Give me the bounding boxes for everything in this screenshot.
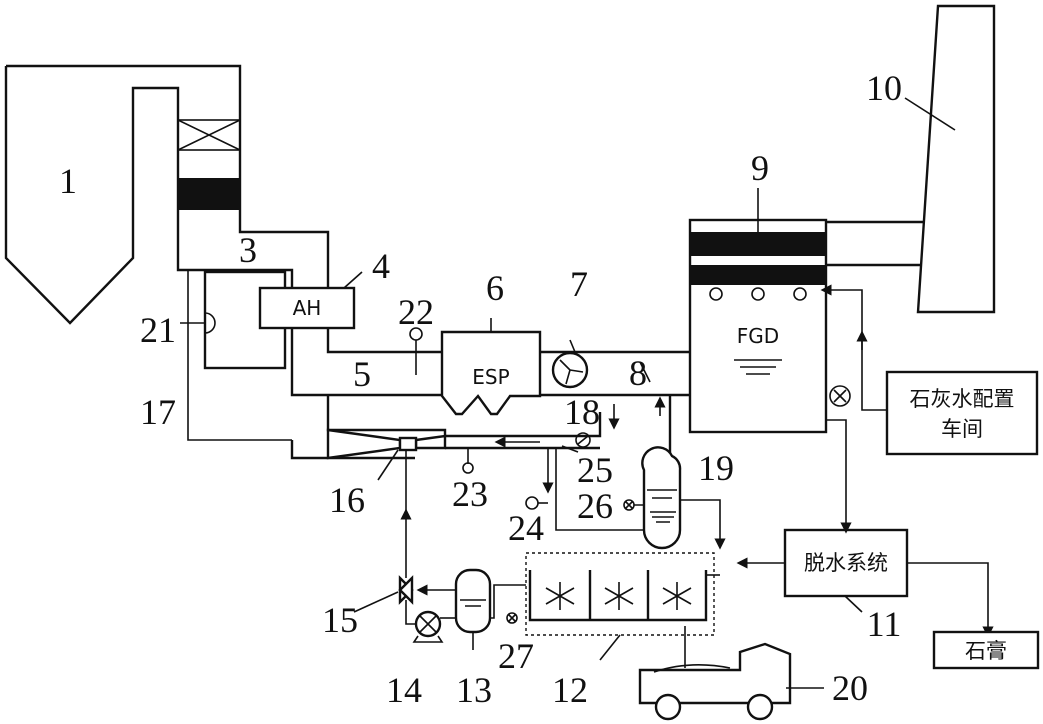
- label-20: 20: [832, 668, 868, 708]
- label-21: 21: [140, 310, 176, 350]
- label-22: 22: [398, 292, 434, 332]
- lime-water-shop-line1: 石灰水配置: [910, 387, 1015, 411]
- label-25: 25: [577, 450, 613, 490]
- dewatering-label: 脱水系统: [804, 551, 888, 575]
- probe-18: [575, 432, 591, 448]
- lime-water-shop-box: [885, 370, 1039, 456]
- economizer-x-section: [177, 119, 241, 151]
- lime-pump: [829, 385, 851, 407]
- label-9: 9: [751, 148, 769, 188]
- label-13: 13: [456, 670, 492, 710]
- boiler: [4, 64, 690, 397]
- gypsum-label: 石膏: [965, 639, 1007, 663]
- air-heater-label: AH: [293, 296, 322, 320]
- valve-27: [506, 612, 518, 624]
- valve-26: [623, 499, 644, 511]
- label-11: 11: [867, 604, 902, 644]
- label-4: 4: [372, 246, 390, 286]
- label-10: 10: [866, 68, 902, 108]
- mixer-16: [326, 428, 447, 460]
- probe-23: [462, 448, 474, 474]
- label-16: 16: [329, 480, 365, 520]
- induced-draft-fan: [551, 339, 589, 389]
- label-7: 7: [570, 264, 588, 304]
- label-6: 6: [486, 268, 504, 308]
- gypsum-box: [932, 630, 1040, 670]
- label-27: 27: [498, 636, 534, 676]
- label-1: 1: [59, 161, 77, 201]
- label-17: 17: [140, 392, 176, 432]
- catalyst-block: [178, 178, 240, 210]
- chimney: [826, 4, 996, 314]
- probe-22: [409, 327, 423, 375]
- evaporation-duct: [290, 395, 602, 460]
- esp-label: ESP: [472, 365, 509, 389]
- truck-20: [638, 626, 824, 721]
- tank-19: [641, 446, 682, 550]
- label-14: 14: [386, 670, 422, 710]
- label-8: 8: [629, 353, 647, 393]
- label-19: 19: [698, 448, 734, 488]
- label-3: 3: [239, 230, 257, 270]
- tank-13: [454, 568, 492, 650]
- label-5: 5: [353, 354, 371, 394]
- fgd-label: FGD: [737, 324, 779, 348]
- label-18: 18: [564, 392, 600, 432]
- label-26: 26: [577, 486, 613, 526]
- label-12: 12: [552, 670, 588, 710]
- esp-unit: [440, 318, 542, 416]
- label-23: 23: [452, 474, 488, 514]
- label-15: 15: [322, 600, 358, 640]
- label-24: 24: [508, 508, 544, 548]
- fgd-tower: [688, 188, 828, 434]
- probe-24: [525, 496, 548, 510]
- valve-15: [398, 575, 414, 605]
- settling-tanks-12: [525, 552, 720, 636]
- damper-21: [180, 312, 216, 334]
- air-heater-box: [258, 286, 356, 330]
- lime-water-shop-line2: 车间: [941, 417, 983, 441]
- pump-14: [405, 600, 456, 643]
